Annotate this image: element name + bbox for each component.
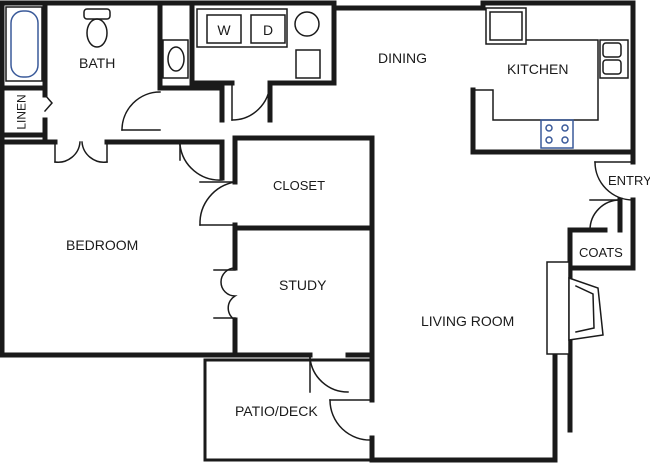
washer-label: W (217, 22, 231, 38)
fixtures (5, 6, 629, 355)
linen-label: LINEN (14, 94, 29, 130)
coats-label: COATS (579, 245, 623, 260)
study-label: STUDY (279, 277, 327, 293)
dining-label: DINING (378, 50, 427, 66)
living-room-label: LIVING ROOM (421, 313, 515, 329)
closet-label: CLOSET (273, 178, 326, 193)
kitchen-label: KITCHEN (507, 61, 569, 77)
interior-walls (0, 0, 636, 463)
entry-label: ENTRY (608, 173, 650, 188)
dryer-label: D (263, 22, 273, 38)
doors (43, 82, 634, 441)
bedroom-label: BEDROOM (66, 237, 139, 253)
patio-label: PATIO/DECK (235, 403, 318, 419)
bath-label: BATH (79, 55, 116, 71)
